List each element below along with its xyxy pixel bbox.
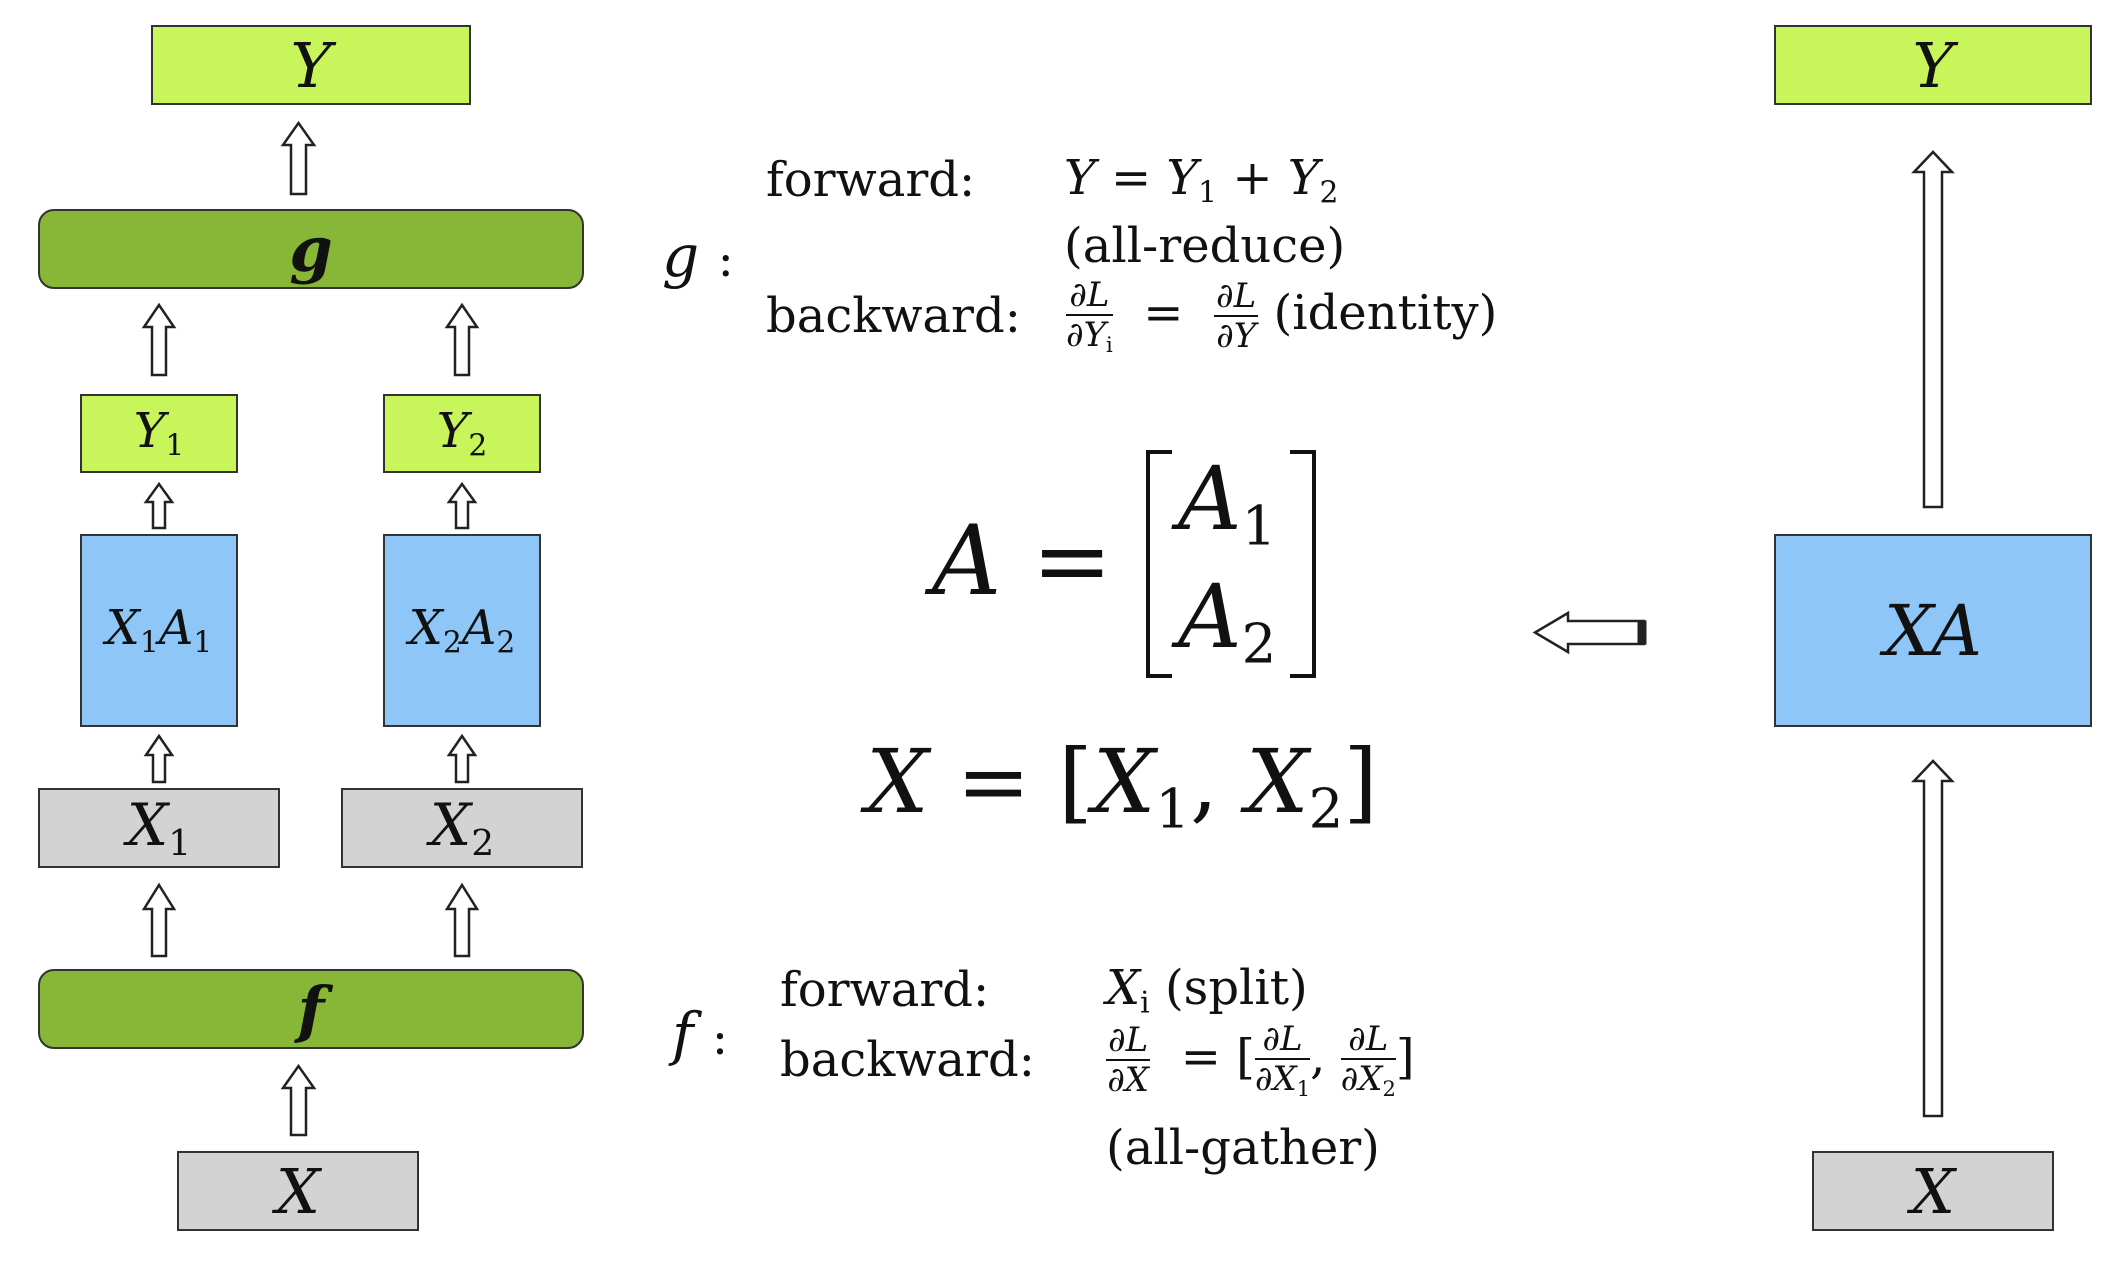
arrow-x-to-xa <box>1911 759 1955 1118</box>
a-matrix-a1: A1 <box>1178 447 1277 558</box>
g-backward-label: backward: <box>766 288 1021 344</box>
y1-box: Y1 <box>80 394 238 473</box>
g-forward-equation: Y = Y1 + Y2 <box>1064 150 1339 211</box>
output-y-label: Y <box>290 28 332 102</box>
f-backward-note: (all-gather) <box>1106 1120 1380 1176</box>
arrow-tail-bar <box>1637 620 1647 645</box>
g-backward-note: (identity) <box>1273 284 1498 341</box>
arrow-f-to-x1 <box>141 882 177 958</box>
right-output-y-box: Y <box>1774 25 2092 105</box>
arrow-xa-to-equations <box>1532 610 1646 655</box>
xa-box: XA <box>1774 534 2092 727</box>
right-output-y-label: Y <box>1912 28 1954 102</box>
arrow-x2a2-to-y2 <box>446 481 478 530</box>
y2-box: Y2 <box>383 394 541 473</box>
x2a2-box: X2A2 <box>383 534 541 727</box>
f-block: f <box>38 969 584 1049</box>
x1-box: X1 <box>38 788 280 868</box>
arrow-xa-to-y <box>1911 150 1955 509</box>
f-annotation-label: f : <box>672 1000 729 1068</box>
arrows <box>141 120 1955 1137</box>
arrow-g-to-y <box>280 120 317 196</box>
right-input-x-label: X <box>1910 1154 1956 1228</box>
arrow-x1a1-to-y1 <box>143 481 175 530</box>
f-forward-equation: Xi (split) <box>1106 960 1308 1021</box>
xa-label: XA <box>1884 589 1982 672</box>
arrow-x-to-f <box>280 1063 317 1137</box>
g-backward-equation: ∂L∂Yi = ∂L∂Y (identity) <box>1066 275 1498 357</box>
g-block-label: g <box>289 212 333 286</box>
x1a1-box: X1A1 <box>80 534 238 727</box>
arrow-y2-to-g <box>444 302 480 377</box>
x1a1-label: X1A1 <box>105 600 213 661</box>
x2-label: X2 <box>429 791 495 865</box>
right-input-x-box: X <box>1812 1151 2054 1231</box>
y2-label: Y2 <box>436 403 488 464</box>
g-forward-note: (all-reduce) <box>1064 218 1346 274</box>
f-block-label: f <box>297 972 325 1046</box>
x-definition: X = [X1, X2] <box>866 730 1378 841</box>
a-matrix-a2: A2 <box>1178 565 1277 676</box>
x1-label: X1 <box>126 791 192 865</box>
f-forward-label: forward: <box>780 962 990 1018</box>
arrow-y1-to-g <box>141 302 177 377</box>
arrow-f-to-x2 <box>444 882 480 958</box>
g-forward-label: forward: <box>766 152 976 208</box>
input-x-label: X <box>275 1154 321 1228</box>
a-matrix-right-bracket <box>1290 450 1316 678</box>
x2a2-label: X2A2 <box>408 600 516 661</box>
x2-box: X2 <box>341 788 583 868</box>
f-backward-label: backward: <box>780 1032 1035 1088</box>
output-y-box: Y <box>151 25 471 105</box>
f-backward-equation: ∂L∂X = [∂L∂X1, ∂L∂X2] <box>1106 1019 1415 1101</box>
g-block: g <box>38 209 584 289</box>
arrow-x1-to-x1a1 <box>143 733 175 784</box>
arrow-x2-to-x2a2 <box>446 733 478 784</box>
a-definition-lhs: A = <box>932 505 1113 617</box>
a-matrix-left-bracket <box>1146 450 1172 678</box>
g-annotation-label: g : <box>662 222 734 290</box>
input-x-box: X <box>177 1151 419 1231</box>
f-forward-note: (split) <box>1164 960 1308 1016</box>
y1-label: Y1 <box>133 403 185 464</box>
